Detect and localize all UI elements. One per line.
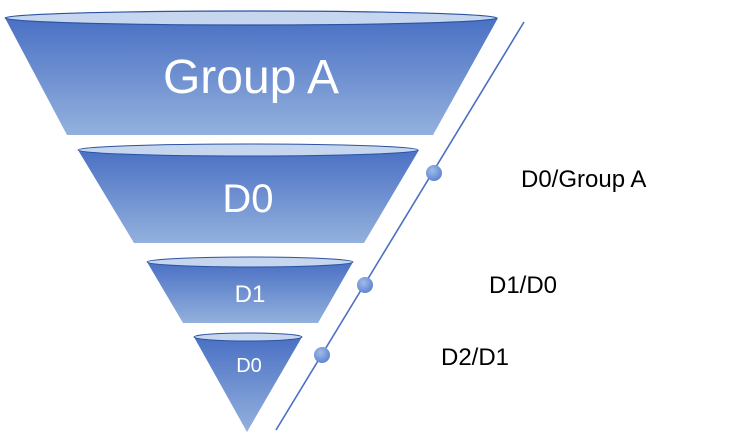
funnel-level-d0: D0 xyxy=(77,143,419,243)
funnel-segment xyxy=(194,337,302,432)
level-label-d0-bottom: D0 xyxy=(236,355,262,377)
guide-line xyxy=(275,21,525,431)
funnel-segment xyxy=(5,18,498,135)
segment-top-ellipse xyxy=(146,256,354,268)
ratio-label-d1-d0: D1/D0 xyxy=(489,272,557,299)
funnel-level-group-a: Group A xyxy=(4,10,498,135)
ratio-dot-1 xyxy=(426,165,442,181)
ratio-label-d0-group-a: D0/Group A xyxy=(521,166,646,193)
level-label-d0: D0 xyxy=(222,177,273,221)
ratio-dot-3 xyxy=(314,347,330,363)
funnel-level-d1: D1 xyxy=(146,256,354,323)
segment-top-ellipse xyxy=(193,332,303,342)
segment-top-ellipse xyxy=(4,10,498,26)
funnel-segment xyxy=(78,150,419,243)
funnel-level-d0-bottom: D0 xyxy=(193,332,303,432)
funnel-segment xyxy=(147,262,353,323)
level-label-group-a: Group A xyxy=(163,51,339,104)
segment-top-ellipse xyxy=(77,143,419,157)
ratio-label-d2-d1: D2/D1 xyxy=(441,344,509,371)
level-label-d1: D1 xyxy=(235,281,266,308)
ratio-dot-2 xyxy=(357,277,373,293)
